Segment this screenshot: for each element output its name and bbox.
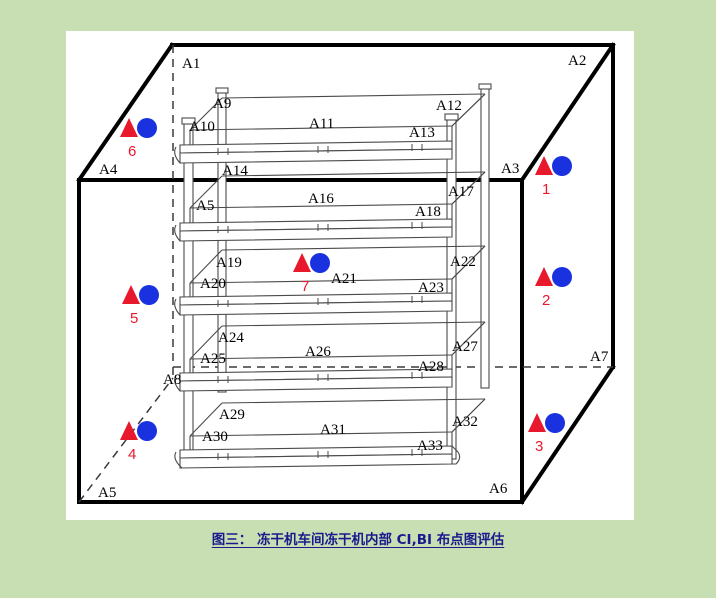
rack-label-a22: A22	[450, 254, 476, 270]
rack-post-rear-left	[215, 87, 229, 393]
rack-post-rear-right	[478, 83, 492, 389]
rack-shelf-tier-5	[174, 398, 486, 469]
bi-circle-marker-icon	[552, 156, 572, 176]
bi-circle-marker-icon	[137, 421, 157, 441]
sampling-point-number-4: 4	[128, 446, 136, 463]
ci-triangle-marker-icon	[120, 421, 138, 440]
rack-label-a19: A19	[216, 255, 242, 271]
rack-label-a10: A10	[189, 119, 215, 135]
rack-label-a24: A24	[218, 330, 244, 346]
bi-circle-marker-icon	[310, 253, 330, 273]
room-corner-label-a4: A4	[99, 162, 118, 178]
rack-label-a32: A32	[452, 414, 478, 430]
room-corner-label-a3: A3	[501, 161, 519, 177]
rack-label-a16: A16	[308, 191, 334, 207]
bi-circle-marker-icon	[545, 413, 565, 433]
room-corner-label-a1: A1	[182, 56, 200, 72]
room-edge-bottom-right-diagonal	[519, 364, 616, 505]
rack-label-a20: A20	[200, 276, 226, 292]
sampling-point-number-7: 7	[301, 278, 309, 295]
sampling-point-2[interactable]: 2	[535, 267, 572, 309]
rack-label-a21: A21	[331, 271, 357, 287]
bi-circle-marker-icon	[137, 118, 157, 138]
sampling-point-group: 1 2 3 4 5 6 7	[120, 118, 572, 463]
sampling-point-number-3: 3	[535, 438, 543, 455]
figure-caption-text: 图三： 冻干机车间冻干机内部 CI,BI 布点图评估	[211, 532, 505, 548]
room-edge-left-diagonal	[76, 42, 175, 183]
room-corner-label-a7: A7	[590, 349, 609, 365]
ci-triangle-marker-icon	[293, 253, 311, 272]
room-corner-label-a5: A5	[98, 485, 116, 501]
ci-triangle-marker-icon	[535, 156, 553, 175]
rack-shelf-tier-2	[174, 171, 486, 242]
sampling-point-1[interactable]: 1	[535, 156, 572, 198]
sampling-point-number-1: 1	[542, 181, 550, 198]
rack-label-a26: A26	[305, 344, 331, 360]
room-corner-label-a2: A2	[568, 53, 586, 69]
rack-shelf-tier-1	[174, 93, 486, 164]
rack-label-a12: A12	[436, 98, 462, 114]
sampling-point-6[interactable]: 6	[120, 118, 157, 160]
rack-label-a31: A31	[320, 422, 346, 438]
rack-shelf-tier-3	[174, 245, 486, 316]
lyophilizer-shelf-rack	[174, 83, 492, 469]
rack-label-a14: A14	[222, 163, 248, 179]
rack-label-a23: A23	[418, 280, 444, 296]
sampling-point-3[interactable]: 3	[528, 413, 565, 455]
sampling-point-4[interactable]: 4	[120, 421, 157, 463]
room-corner-label-a6: A6	[489, 481, 508, 497]
rack-shelf-tier-4	[174, 321, 486, 392]
sampling-point-number-6: 6	[128, 143, 136, 160]
ci-triangle-marker-icon	[535, 267, 553, 286]
room-outline	[76, 42, 616, 505]
room-corner-label-a8: A8	[163, 372, 181, 388]
rack-label-a5b: A5	[196, 198, 214, 214]
rack-post-front-left	[181, 117, 196, 459]
rack-label-a18: A18	[415, 204, 441, 220]
figure-panel	[66, 31, 634, 520]
ci-triangle-marker-icon	[528, 413, 546, 432]
rack-label-a9: A9	[213, 96, 231, 112]
ci-triangle-marker-icon	[120, 118, 138, 137]
bi-circle-marker-icon	[139, 285, 159, 305]
sampling-point-5[interactable]: 5	[122, 285, 159, 327]
rack-label-a13: A13	[409, 125, 435, 141]
sampling-point-number-2: 2	[542, 292, 550, 309]
rack-label-a17: A17	[448, 184, 474, 200]
rack-label-a28: A28	[418, 359, 444, 375]
rack-label-a27: A27	[452, 339, 478, 355]
rack-label-a33: A33	[417, 438, 443, 454]
figure-caption: 图三： 冻干机车间冻干机内部 CI,BI 布点图评估	[0, 528, 716, 548]
sampling-point-number-5: 5	[130, 310, 138, 327]
room-edge-right-diagonal	[519, 42, 616, 183]
bi-circle-marker-icon	[552, 267, 572, 287]
rack-leader-lines	[451, 93, 486, 433]
sampling-point-7[interactable]: 7	[293, 253, 330, 295]
ci-triangle-marker-icon	[122, 285, 140, 304]
rack-label-a30: A30	[202, 429, 228, 445]
rack-label-a25: A25	[200, 351, 226, 367]
rack-label-a29: A29	[219, 407, 245, 423]
rack-label-a11: A11	[309, 116, 334, 132]
